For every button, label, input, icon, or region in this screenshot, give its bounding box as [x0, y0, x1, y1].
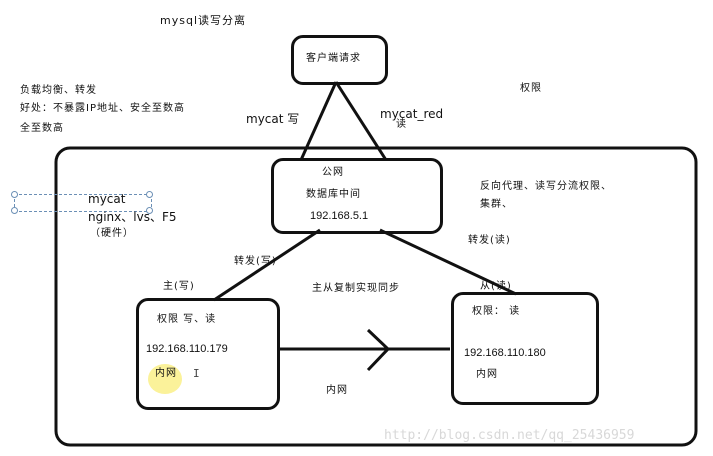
edge-label-write: mycat 写 [246, 112, 300, 126]
slave-ip: 192.168.110.180 [464, 347, 546, 359]
master-permission: 权限 写、读 [157, 314, 217, 325]
note-cluster: 集群、 [480, 199, 513, 210]
note-reverse-proxy: 反向代理、读写分流权限、 [480, 181, 612, 192]
selection-handle-tl[interactable] [11, 191, 18, 198]
edge-label-forward-write: 转发(写) [234, 256, 277, 267]
note-benefits-cont: 全至数高 [20, 123, 64, 134]
note-permission: 权限 [520, 83, 542, 94]
edge-label-forward-read: 转发(读) [468, 235, 511, 246]
selection-handle-tr[interactable] [146, 191, 153, 198]
selection-box[interactable] [14, 194, 152, 212]
label-mycat: mycat [88, 192, 126, 206]
edge-middleware-master [213, 228, 321, 302]
edge-label-master: 主(写) [163, 281, 195, 292]
watermark: http://blog.csdn.net/qq_25436959 [384, 428, 635, 443]
slave-net: 内网 [476, 369, 498, 380]
edge-client-left [299, 81, 338, 161]
note-benefits: 好处：不暴露IP地址、安全至数高 [20, 103, 185, 114]
master-db-box [136, 298, 280, 410]
slave-db-box [451, 292, 599, 405]
replication-net-label: 内网 [326, 385, 348, 396]
edge-middleware-slave [379, 228, 517, 296]
diagram-title: mysql读写分离 [160, 14, 246, 27]
note-load-balance: 负载均衡、转发 [20, 85, 97, 96]
label-hardware: （硬件） [90, 228, 134, 239]
edge-label-read-char: 读 [396, 119, 407, 130]
middleware-ip: 192.168.5.1 [310, 210, 369, 222]
client-request-label: 客户端请求 [306, 53, 361, 64]
slave-permission: 权限： 读 [472, 306, 521, 317]
client-request-box [291, 35, 388, 85]
outer-frame [54, 146, 698, 447]
master-ip: 192.168.110.179 [146, 343, 228, 355]
selection-handle-bl[interactable] [11, 207, 18, 214]
master-net: 内网 [155, 368, 177, 379]
middleware-name: 数据库中间 [306, 189, 361, 200]
selection-handle-br[interactable] [146, 207, 153, 214]
label-nginx: nginx、lvs、F5 [88, 210, 177, 224]
replication-arrow-head [366, 328, 391, 372]
edge-label-read: mycat_red [380, 107, 444, 121]
middleware-public-net: 公网 [322, 167, 344, 178]
note-master-slave-sync: 主从复制实现同步 [312, 283, 400, 294]
edge-client-right [334, 81, 388, 161]
cursor-highlight [148, 364, 182, 394]
middleware-box [271, 158, 443, 234]
edge-label-slave: 从(读) [480, 281, 512, 292]
text-cursor-icon: I [193, 367, 200, 380]
